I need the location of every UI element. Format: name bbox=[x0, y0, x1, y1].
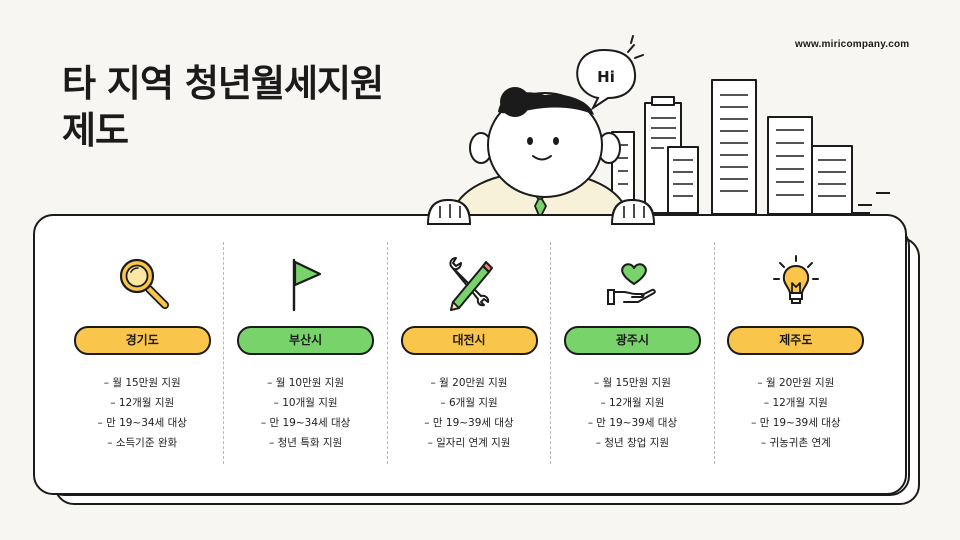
benefit-list: – 월 10만원 지원 – 10개월 지원 – 만 19~34세 대상 – 청년… bbox=[261, 373, 350, 453]
building-right-tower bbox=[767, 116, 813, 215]
region-pill-daejeon[interactable]: 대전시 bbox=[400, 326, 538, 355]
site-url[interactable]: www.miricompany.com bbox=[795, 39, 910, 50]
benefit-item: – 귀농귀촌 연계 bbox=[760, 437, 831, 449]
character-head bbox=[487, 92, 603, 198]
region-column-gyeonggi: 경기도 – 월 15만원 지원 – 12개월 지원 – 만 19~34세 대상 … bbox=[61, 242, 223, 464]
benefit-item: – 소득기준 완화 bbox=[107, 437, 178, 449]
benefit-item: – 12개월 지원 bbox=[763, 397, 828, 409]
flag-icon bbox=[276, 252, 336, 312]
benefit-list: – 월 20만원 지원 – 12개월 지원 – 만 19~39세 대상 – 귀농… bbox=[751, 373, 840, 453]
benefit-item: – 월 15만원 지원 bbox=[593, 377, 671, 389]
region-column-gwangju: 광주시 – 월 15만원 지원 – 12개월 지원 – 만 19~39세 대상 … bbox=[550, 242, 713, 464]
benefit-item: – 청년 창업 지원 bbox=[595, 437, 670, 449]
benefit-item: – 만 19~39세 대상 bbox=[587, 417, 678, 429]
benefit-item: – 만 19~39세 대상 bbox=[424, 417, 514, 429]
benefit-item: – 만 19~34세 대상 bbox=[97, 417, 187, 429]
benefit-item: – 만 19~39세 대상 bbox=[751, 417, 841, 429]
region-column-busan: 부산시 – 월 10만원 지원 – 10개월 지원 – 만 19~34세 대상 … bbox=[223, 242, 386, 464]
benefit-list: – 월 15만원 지원 – 12개월 지원 – 만 19~34세 대상 – 소득… bbox=[97, 373, 186, 453]
benefit-item: – 월 15만원 지원 bbox=[103, 377, 181, 389]
building-front-left bbox=[667, 146, 699, 214]
benefit-item: – 10개월 지원 bbox=[273, 397, 338, 409]
region-pill-gwangju[interactable]: 광주시 bbox=[563, 326, 701, 355]
heart-hand-icon bbox=[602, 252, 662, 312]
speech-bubble-text: Hi bbox=[597, 68, 615, 86]
lightbulb-icon bbox=[766, 252, 826, 312]
benefit-item: – 청년 특화 지원 bbox=[268, 437, 343, 449]
magnifier-icon bbox=[112, 252, 172, 312]
region-pill-jeju[interactable]: 제주도 bbox=[727, 326, 865, 355]
speech-bubble bbox=[576, 48, 637, 111]
benefit-item: – 월 20만원 지원 bbox=[757, 377, 835, 389]
page-title-line-2: 제도 bbox=[62, 109, 129, 152]
region-column-daejeon: 대전시 – 월 20만원 지원 – 6개월 지원 – 만 19~39세 대상 –… bbox=[386, 242, 550, 464]
region-column-jeju: 제주도 – 월 20만원 지원 – 12개월 지원 – 만 19~39세 대상 … bbox=[713, 242, 877, 464]
benefit-item: – 월 10만원 지원 bbox=[267, 377, 345, 389]
benefit-item: – 6개월 지원 bbox=[440, 397, 498, 409]
region-columns: 경기도 – 월 15만원 지원 – 12개월 지원 – 만 19~34세 대상 … bbox=[61, 242, 877, 464]
region-pill-gyeonggi[interactable]: 경기도 bbox=[73, 326, 211, 355]
benefit-item: – 12개월 지원 bbox=[110, 397, 175, 409]
building-far-right bbox=[811, 145, 853, 215]
benefit-item: – 월 20만원 지원 bbox=[430, 377, 508, 389]
region-pill-busan[interactable]: 부산시 bbox=[237, 326, 375, 355]
benefit-list: – 월 20만원 지원 – 6개월 지원 – 만 19~39세 대상 – 일자리… bbox=[424, 373, 513, 453]
page-title-line-1: 타 지역 청년월세지원 bbox=[62, 62, 384, 105]
wrench-pencil-icon bbox=[439, 252, 499, 312]
benefit-list: – 월 15만원 지원 – 12개월 지원 – 만 19~39세 대상 – 청년… bbox=[588, 373, 677, 453]
benefit-item: – 12개월 지원 bbox=[600, 397, 665, 409]
benefit-item: – 만 19~34세 대상 bbox=[260, 417, 351, 429]
page-title: 타 지역 청년월세지원 제도 bbox=[62, 60, 384, 154]
hair-bun bbox=[500, 87, 530, 117]
benefit-item: – 일자리 연계 지원 bbox=[427, 437, 511, 449]
